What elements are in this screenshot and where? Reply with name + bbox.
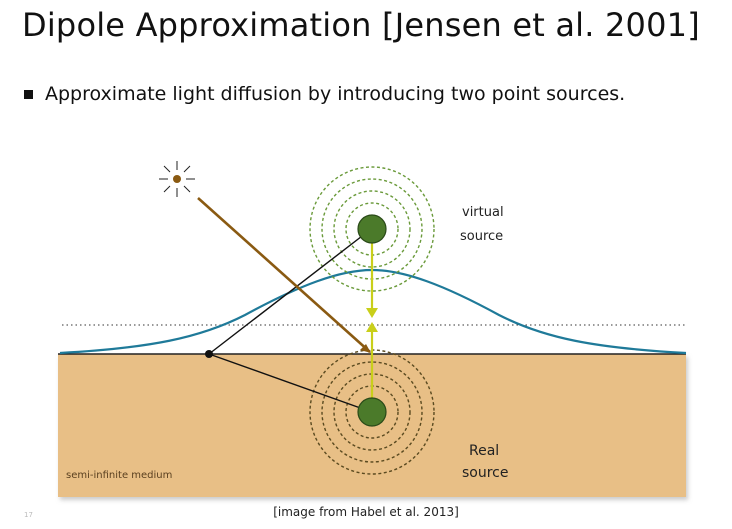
virtual-to-point-line: [208, 232, 367, 355]
evaluation-point: [205, 350, 213, 358]
image-caption: [image from Habel et al. 2013]: [273, 505, 459, 519]
real-source-label-line1: Real: [469, 443, 499, 459]
virtual-source-sphere: [357, 214, 387, 244]
bullet-item: Approximate light diffusion by introduci…: [24, 83, 625, 105]
bullet-marker: [24, 89, 33, 99]
medium-label: semi-infinite medium: [66, 470, 172, 481]
virtual-source-label-line2: source: [460, 229, 503, 244]
slide-title: Dipole Approximation [Jensen et al. 2001…: [22, 6, 700, 44]
dipole-arrow-down: [366, 308, 378, 318]
real-to-point-line: [208, 353, 367, 411]
virtual-source-label-line1: virtual: [462, 205, 504, 220]
real-source-sphere: [357, 397, 387, 427]
dipole-arrow-up: [366, 322, 378, 332]
real-source-label-line2: source: [462, 465, 509, 481]
light-source-core: [173, 175, 181, 183]
light-source-icon: [159, 161, 195, 197]
incident-light-ray: [197, 197, 371, 353]
bullet-text: Approximate light diffusion by introduci…: [45, 83, 626, 105]
slide-number: 17: [24, 511, 33, 519]
incident-light-arrowhead: [360, 344, 371, 353]
